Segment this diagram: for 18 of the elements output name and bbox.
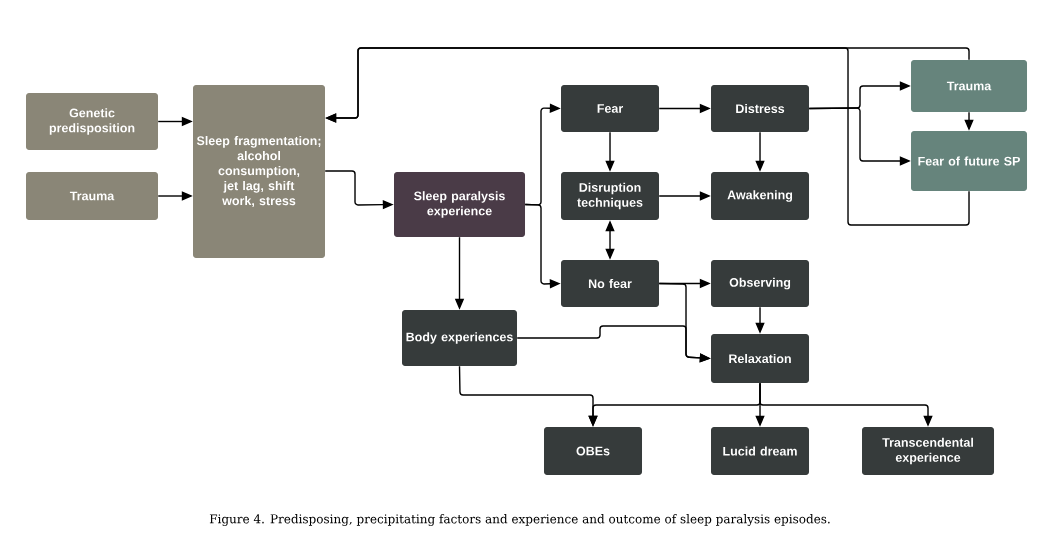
- factor-box: Sleep fragmentation; alcohol consumption, jet lag, shift work, stress: [193, 85, 325, 258]
- caption: Figure 4. Predisposing, precipitating factors and experience and outcome of sleep paralysis episodes.: [209, 514, 830, 526]
- process-box: Fear: [561, 85, 659, 132]
- process-box: Disruption techniques: [561, 172, 659, 220]
- process-box: No fear: [561, 260, 659, 307]
- process-box: Lucid dream: [711, 427, 809, 475]
- process-box: Distress: [711, 85, 809, 132]
- process-box: Observing: [711, 260, 809, 307]
- process-box: Awakening: [711, 172, 809, 220]
- factor-box: Trauma: [26, 172, 158, 220]
- outcome-box: Trauma: [911, 60, 1027, 112]
- process-box: OBEs: [544, 427, 642, 475]
- process-box: Transcendental experience: [862, 427, 994, 475]
- process-box: Body experiences: [402, 310, 517, 366]
- outcome-box: Fear of future SP: [911, 131, 1027, 191]
- process-box: Relaxation: [711, 334, 809, 383]
- factor-box: Genetic predisposition: [26, 93, 158, 150]
- experience-box: Sleep paralysis experience: [394, 172, 525, 237]
